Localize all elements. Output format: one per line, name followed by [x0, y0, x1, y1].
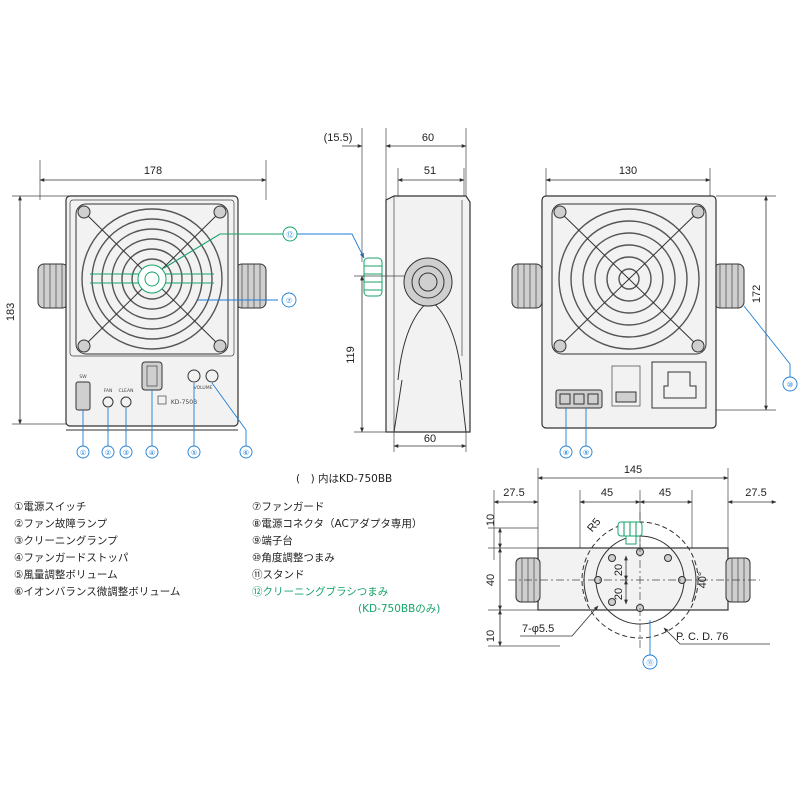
- legend-item-4: ④ファンガードストッパ: [14, 552, 129, 564]
- dim-bottom-top-margin: 10: [485, 514, 497, 526]
- legend-item-12-note: (KD-750BBのみ): [358, 603, 440, 615]
- dim-bottom-inner-20b: 20: [613, 588, 625, 600]
- legend-item-9: ⑨端子台: [252, 534, 293, 547]
- callout-4: ④: [149, 449, 155, 457]
- label-fan: FAN: [104, 388, 113, 394]
- legend-item-1: ①電源スイッチ: [14, 500, 86, 513]
- legend-item-6: ⑥イオンバランス微調整ボリューム: [14, 585, 180, 598]
- legend: ①電源スイッチ ②ファン故障ランプ ③クリーニングランプ ④ファンガードストッパ…: [14, 500, 440, 615]
- fan-fault-lamp: [102, 396, 114, 408]
- back-housing: [541, 195, 717, 429]
- angle-knob-back-right: [713, 263, 745, 309]
- legend-item-8: ⑧電源コネクタ（ACアダプタ専用）: [252, 517, 422, 530]
- legend-item-11: ⑪スタンド: [252, 569, 305, 581]
- callout-7: ⑦: [286, 297, 292, 305]
- legend-item-10: ⑩角度調整つまみ: [252, 551, 335, 564]
- dim-bottom-total: 145: [624, 464, 642, 476]
- callout-12: ⑫: [287, 231, 294, 239]
- callout-2: ②: [105, 449, 111, 457]
- legend-item-2: ②ファン故障ランプ: [14, 517, 108, 530]
- legend-item-5: ⑤風量調整ボリューム: [14, 568, 118, 581]
- callout-5: ⑤: [191, 449, 197, 457]
- label-clean: CLEAN: [119, 388, 134, 394]
- side-housing: [385, 195, 471, 433]
- bottom-view: 145 27.5 45 45 27.5: [485, 464, 777, 658]
- control-panel: SW FAN CLEAN KD-750B VOLUME: [75, 361, 219, 411]
- fan-guard-back: [551, 203, 707, 355]
- dim-side-height: 119: [345, 346, 357, 364]
- callout-9: ⑨: [583, 449, 589, 457]
- dim-bottom-angle: 40°: [697, 572, 709, 589]
- dim-back-width: 130: [619, 165, 637, 177]
- legend-item-3: ③クリーニングランプ: [14, 534, 118, 547]
- front-view: 178 183: [5, 160, 365, 446]
- front-callouts: ① ② ③ ④ ⑤ ⑥ ⑦ ⑫: [76, 226, 298, 459]
- dim-side-offset: (15.5): [324, 132, 353, 144]
- legend-item-12: ⑫クリーニングブラシつまみ: [252, 585, 388, 598]
- dim-bottom-r: R5: [585, 516, 603, 534]
- dim-side-inner: 51: [424, 165, 436, 177]
- callout-3: ③: [123, 449, 129, 457]
- callout-11: ⑪: [647, 659, 654, 667]
- dim-side-base: 60: [424, 433, 436, 445]
- cleaning-brush-knob-side: [363, 257, 383, 297]
- side-view: (15.5) 60 51 119 60: [324, 128, 471, 452]
- dim-bottom-pitch-right: 45: [659, 487, 671, 499]
- dim-bottom-pcd: P. C. D. 76: [676, 631, 728, 643]
- power-switch: [75, 381, 91, 411]
- ion-balance-volume: [205, 369, 219, 383]
- label-sw: SW: [79, 374, 87, 380]
- fan-guard-front: [75, 203, 229, 355]
- angle-knob-side: [403, 257, 453, 307]
- dim-side-depth: 60: [422, 132, 434, 144]
- dim-bottom-pitch-left: 45: [601, 487, 613, 499]
- angle-knob-left: [37, 263, 69, 309]
- dim-bottom-bottom-margin: 10: [485, 630, 497, 642]
- terminal-block: [555, 389, 603, 409]
- dim-front-width: 178: [144, 165, 162, 177]
- callout-8: ⑧: [563, 449, 569, 457]
- label-volume: VOLUME: [194, 385, 213, 391]
- callout-6: ⑥: [243, 449, 249, 457]
- callout-10: ⑩: [787, 381, 793, 389]
- dim-back-height: 172: [751, 285, 763, 303]
- dim-bottom-holes: 7-φ5.5: [522, 623, 554, 635]
- model-note: ( ) 内はKD-750BB: [296, 472, 392, 485]
- legend-item-7: ⑦ファンガード: [252, 501, 324, 513]
- dim-front-height: 183: [5, 303, 17, 321]
- label-model: KD-750B: [171, 399, 197, 406]
- bottom-callouts: ⑪: [642, 654, 658, 670]
- cleaning-lamp: [120, 396, 132, 408]
- callout-1: ①: [80, 449, 86, 457]
- airflow-volume: [187, 369, 201, 383]
- angle-knob-right: [235, 263, 267, 309]
- back-callouts: ⑧ ⑨ ⑩: [559, 376, 798, 459]
- angle-knob-back-left: [511, 263, 543, 309]
- dim-bottom-right-edge: 27.5: [745, 487, 766, 499]
- dim-bottom-hole-span: 40: [485, 574, 497, 586]
- dim-bottom-left-edge: 27.5: [503, 487, 524, 499]
- power-connector: [651, 361, 707, 409]
- back-view: 130: [511, 165, 791, 446]
- dim-bottom-inner-20a: 20: [613, 564, 625, 576]
